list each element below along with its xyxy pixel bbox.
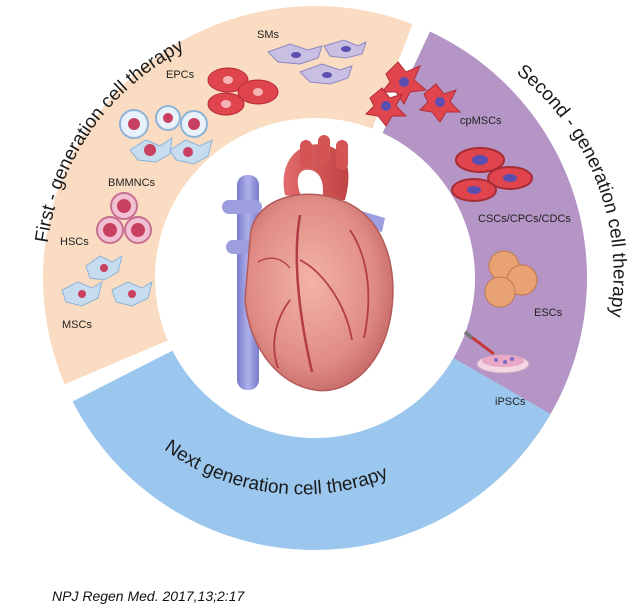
bmmncs-label: BMMNCs: [108, 177, 156, 189]
mscs-label: MSCs: [62, 319, 92, 331]
hscs-label: HSCs: [60, 236, 89, 248]
cpmscs-cells-icon: [364, 61, 462, 127]
cscs-cpcs-cdcs-label: CSCs/CPCs/CDCs: [478, 213, 571, 225]
cpmscs-label: cpMSCs: [460, 115, 502, 127]
epcs-label: EPCs: [166, 69, 195, 81]
escs-label: ESCs: [534, 307, 563, 319]
bmmncs-cells-icon: [119, 105, 213, 165]
ipscs-label: iPSCs: [495, 396, 526, 408]
epcs-cells-icon: [207, 67, 279, 116]
cell-therapy-diagram: First - generation cell therapy Second -…: [32, 5, 630, 550]
citation: NPJ Regen Med. 2017,13;2:17: [52, 588, 245, 604]
escs-cells-icon: [484, 250, 538, 308]
ipscs-dish-icon: [463, 330, 530, 374]
sms-cells-icon: [267, 39, 367, 85]
cscs-cells-icon: [451, 147, 533, 202]
sms-label: SMs: [257, 29, 280, 41]
heart-icon: [222, 135, 394, 392]
mscs-cells-icon: [61, 254, 153, 307]
second-generation-segment: [382, 31, 587, 477]
hscs-cells-icon: [96, 192, 152, 244]
next-generation-segment: [72, 350, 551, 550]
